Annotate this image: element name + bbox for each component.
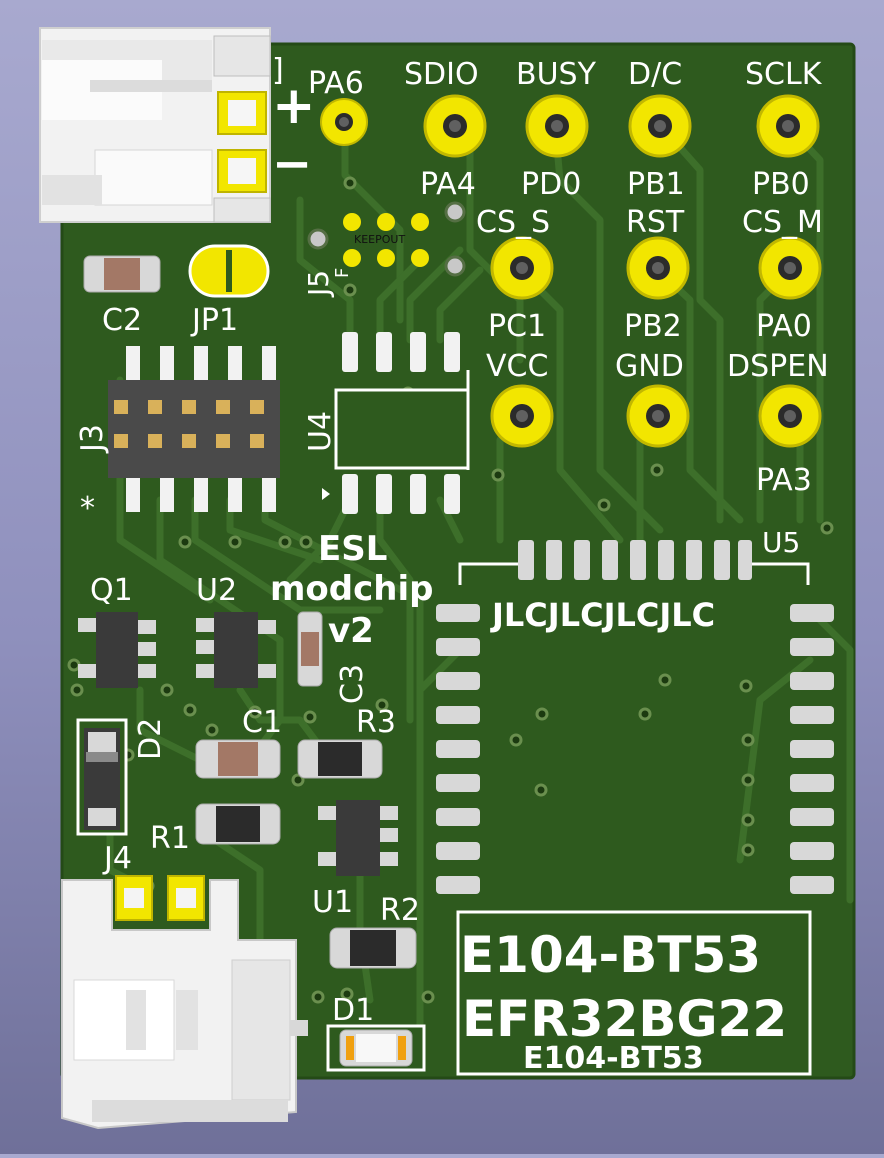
top-pad-row (320, 94, 820, 158)
q1-transistor (78, 612, 156, 688)
label-pb1: PB1 (627, 167, 685, 202)
title-v2: v2 (328, 611, 374, 651)
label-pc1: PC1 (488, 309, 546, 344)
pad-rst (626, 236, 690, 300)
pad-dc (628, 94, 692, 158)
label-cs-m: CS_M (742, 205, 823, 240)
minus-silk: − (272, 136, 312, 192)
j3-pin-header (108, 346, 280, 512)
battery-connector (39, 27, 271, 223)
label-dc: D/C (628, 57, 682, 92)
plus-silk: + (272, 76, 316, 136)
pad-busy (525, 94, 589, 158)
ref-j4: J4 (102, 841, 132, 876)
keepout-silk: KEEPOUT (354, 233, 405, 246)
ref-j3: J3 (75, 424, 110, 454)
pad-pa6 (320, 98, 368, 146)
c3-capacitor (297, 611, 323, 687)
title-esl: ESL (318, 529, 387, 569)
label-pa0: PA0 (756, 309, 812, 344)
ref-c3: C3 (335, 664, 370, 704)
low-pad-row (490, 384, 822, 448)
jlc-marker: JLCJLCJLCJLC (490, 596, 715, 634)
u2-regulator (196, 612, 276, 688)
pad-cs-m (758, 236, 822, 300)
label-rst: RST (626, 205, 685, 240)
j5-tag-connect (343, 213, 429, 267)
module-label-box (456, 910, 812, 1076)
c1-capacitor (195, 739, 281, 779)
ref-r1: R1 (150, 821, 190, 856)
label-cs-s: CS_S (476, 205, 550, 240)
label-dspen: DSPEN (727, 349, 829, 384)
ref-u2: U2 (196, 573, 237, 608)
label-gnd: GND (615, 349, 684, 384)
ref-u4: U4 (303, 411, 338, 452)
label-pa4: PA4 (420, 167, 476, 202)
label-busy: BUSY (516, 57, 597, 92)
r1-resistor (195, 803, 281, 845)
title-modchip: modchip (270, 569, 433, 609)
ref-jp1: JP1 (190, 303, 238, 338)
ref-u5: U5 (762, 526, 800, 559)
label-vcc: VCC (486, 349, 548, 384)
pin1-marker: * (80, 491, 95, 526)
label-pb0: PB0 (752, 167, 810, 202)
d2-diode (76, 718, 128, 836)
usb-connector (61, 875, 308, 1130)
ref-q1: Q1 (90, 573, 133, 608)
label-pa6: PA6 (308, 66, 364, 101)
label-pa3: PA3 (756, 463, 812, 498)
r2-resistor (329, 927, 417, 969)
ref-u1: U1 (312, 885, 353, 920)
ref-d2: D2 (133, 718, 168, 760)
mid-pad-row (490, 236, 822, 300)
pad-cs-s (490, 236, 554, 300)
module-line2: EFR32BG22 (462, 990, 787, 1048)
c2-capacitor (83, 255, 161, 293)
label-sdio: SDIO (404, 57, 479, 92)
ref-c2: C2 (102, 303, 142, 338)
ref-r3: R3 (356, 705, 396, 740)
connector-ref-silk: ] (272, 53, 284, 88)
large-vias (307, 201, 466, 277)
ref-j5: J5 (302, 270, 335, 298)
pad-sclk (756, 94, 820, 158)
ref-d1: D1 (332, 993, 374, 1028)
pad-gnd (626, 384, 690, 448)
r3-resistor (297, 739, 383, 779)
label-sclk: SCLK (745, 57, 823, 92)
ref-c1: C1 (242, 705, 282, 740)
pad-sdio (423, 94, 487, 158)
module-line1: E104-BT53 (460, 926, 761, 984)
u4-ic (322, 332, 470, 514)
module-line3: E104-BT53 (523, 1041, 704, 1076)
ref-r2: R2 (380, 893, 420, 928)
jp1-jumper (188, 244, 270, 298)
d1-led (326, 1024, 426, 1072)
u5-module (436, 540, 834, 894)
u1-ic (318, 800, 398, 876)
pad-vcc (490, 384, 554, 448)
j5-pin-mark: F (332, 268, 353, 278)
label-pd0: PD0 (521, 167, 581, 202)
pad-dspen (758, 384, 822, 448)
label-pb2: PB2 (624, 309, 682, 344)
